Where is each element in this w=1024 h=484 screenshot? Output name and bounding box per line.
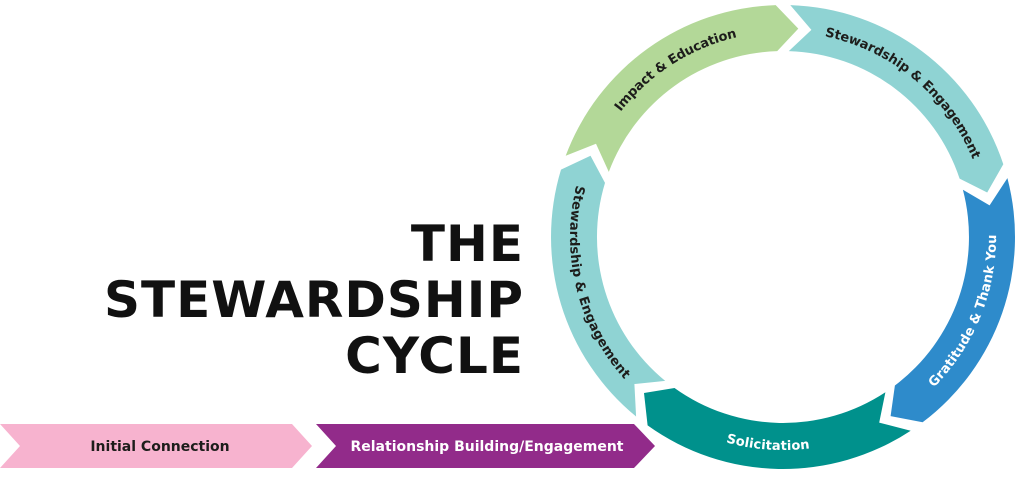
title-line: THE [410,215,524,273]
diagram-title: THE STEWARDSHIP CYCLE [104,216,524,384]
pipeline-chevrons: Initial Connection Relationship Building… [0,424,655,468]
segment-stewardship-engagement-left [551,155,666,417]
chevron-label: Relationship Building/Engagement [350,439,623,455]
segment-solicitation [644,388,911,470]
chevron-initial-connection [0,424,312,468]
title-line: CYCLE [345,327,524,385]
segment-impact-education [565,5,799,172]
chevron-label: Initial Connection [90,439,229,455]
segment-gratitude-thank-you [890,178,1016,423]
chevron-relationship-building [316,424,655,468]
segment-stewardship-engagement-top [788,5,1004,193]
title-line: STEWARDSHIP [104,271,524,329]
